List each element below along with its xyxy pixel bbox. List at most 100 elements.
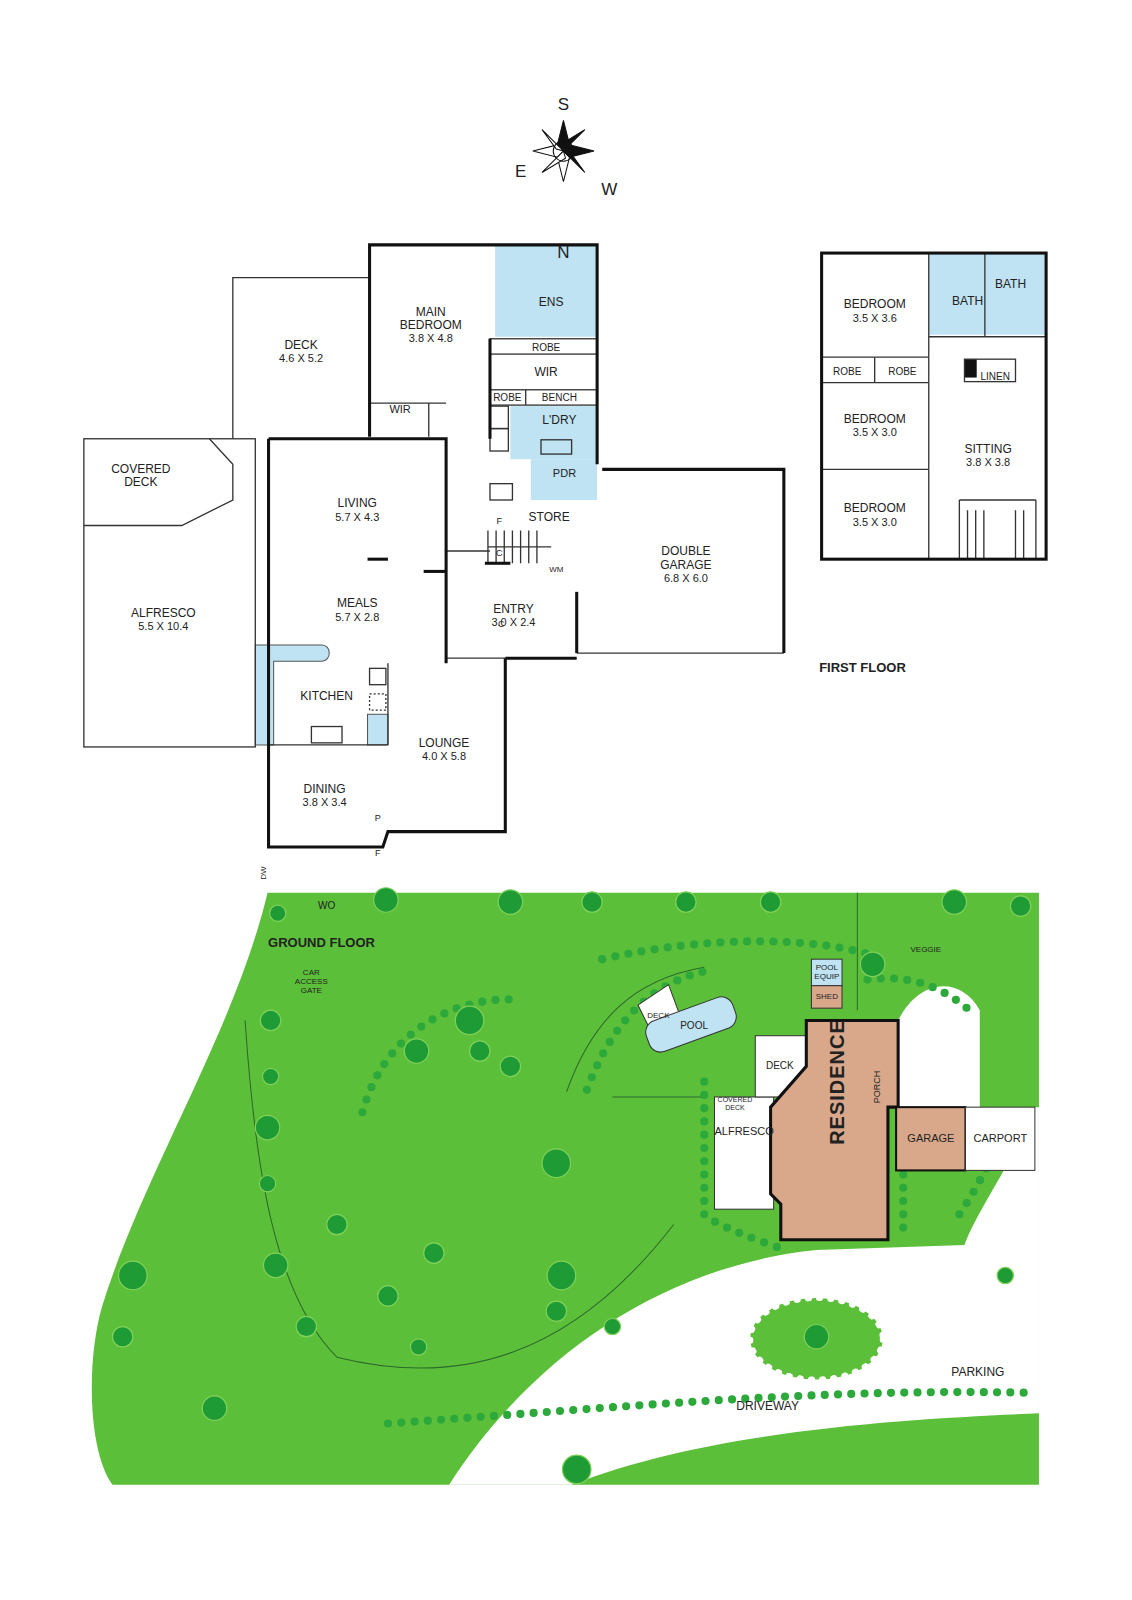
room-label: DINING3.8 X 3.4 (303, 784, 347, 809)
plan-shape (255, 1115, 279, 1139)
plan-shape (112, 1327, 132, 1347)
room-label: BATH (995, 278, 1026, 291)
room-name: L'DRY (542, 414, 576, 427)
plan-shape (262, 1068, 278, 1084)
room-name: VEGGIE (910, 946, 941, 955)
room-label: CAR ACCESS GATE (290, 969, 333, 995)
plan-shape (562, 1455, 591, 1484)
plan-shape (269, 439, 447, 663)
room-label: WIR (534, 366, 557, 379)
plan-shape (531, 459, 597, 500)
room-name: BEDROOM (844, 503, 906, 516)
room-name: POOL (680, 1019, 708, 1030)
plan-shape (874, 357, 875, 383)
plan-shape (370, 668, 386, 684)
plan-shape (233, 278, 370, 439)
plan-shape (259, 1176, 275, 1192)
plan-shape (370, 245, 598, 464)
plan-shape (896, 1107, 965, 1170)
room-label: WIR (389, 403, 410, 415)
room-label: DECK (766, 1059, 794, 1070)
plan-shape (547, 1261, 576, 1290)
plan-shape (500, 1056, 520, 1076)
room-label: KITCHEN (300, 691, 353, 704)
room-label: BEDROOM3.5 X 3.0 (844, 413, 906, 438)
room-name: ALFRESCO (131, 607, 196, 620)
plan-label: P (0, 814, 944, 824)
plan-shape (388, 1392, 1031, 1423)
room-label: DOUBLE GARAGE6.8 X 6.0 (650, 545, 721, 583)
plan-shape (112, 888, 1030, 1484)
plan-label: C (0, 620, 1067, 630)
plan-shape (269, 744, 388, 745)
plan-shape (368, 714, 388, 745)
room-label: SITTING3.8 X 3.8 (964, 444, 1011, 469)
plan-shape (470, 1041, 490, 1061)
room-label: COVERED DECK (100, 462, 182, 488)
plan-shape (811, 959, 842, 986)
plan-shape (269, 439, 506, 847)
plan-label: F (0, 517, 1065, 527)
room-label: BEDROOM3.5 X 3.0 (844, 503, 906, 528)
room-name: COVERED DECK (715, 1097, 756, 1112)
room-name: COVERED DECK (100, 462, 182, 488)
room-label: L'DRY (542, 414, 576, 427)
plan-shape (270, 905, 286, 921)
room-name: WIR (389, 403, 410, 415)
plan-shape (455, 1006, 484, 1035)
room-label: ROBE (532, 342, 560, 353)
plan-label: WO (0, 900, 893, 911)
plan-shape (929, 336, 1046, 337)
plan-shape (260, 1010, 280, 1030)
plan-shape (577, 652, 784, 653)
plan-shape (553, 141, 573, 161)
plan-shape (964, 359, 976, 377)
plan-shape (488, 531, 551, 564)
room-name: SHED (816, 993, 838, 1002)
plan-shape (428, 403, 429, 437)
plan-shape (546, 1301, 566, 1321)
plan-shape (498, 890, 522, 914)
room-dimension: 3.5 X 3.6 (844, 312, 906, 324)
room-label: LIVING5.7 X 4.3 (335, 498, 379, 523)
plan-shape (410, 1339, 426, 1355)
plan-shape (750, 1298, 883, 1380)
room-dimension: 5.7 X 2.8 (335, 611, 379, 623)
room-label: ALFRESCO5.5 X 10.4 (131, 607, 196, 632)
plan-shape (374, 888, 398, 912)
plan-shape (868, 978, 970, 1010)
plan-shape (929, 253, 1046, 335)
room-name: ALFRESCO (714, 1125, 773, 1137)
plan-shape (505, 657, 576, 660)
room-name: BEDROOM (844, 413, 906, 426)
plan-label: FIRST FLOOR (297, 661, 1132, 675)
plan-shape (327, 1214, 347, 1234)
plan-shape (541, 440, 572, 454)
room-label: PORCH (873, 1071, 883, 1104)
room-label: STORE (529, 511, 570, 524)
room-name: DOUBLE GARAGE (650, 545, 721, 571)
room-dimension: 3.8 X 3.8 (964, 457, 1011, 469)
plan-shape (604, 1318, 620, 1334)
room-label: POOL EQUIP (811, 964, 842, 982)
plan-label: GROUND FLOOR (0, 936, 888, 950)
room-label: DRIVEWAY (736, 1400, 799, 1413)
plan-shape (714, 1097, 773, 1209)
room-name: DINING (303, 784, 347, 797)
plan-shape (525, 390, 526, 405)
room-name: CAR ACCESS GATE (290, 969, 333, 995)
plan-shape (370, 694, 386, 710)
plan-shape (84, 278, 784, 747)
plan-label: C (0, 549, 1065, 559)
room-name: DRIVEWAY (736, 1400, 799, 1413)
plan-shape (965, 1107, 1034, 1170)
plan-shape (602, 469, 784, 653)
room-label: GARAGE (907, 1132, 954, 1144)
plan-shape (368, 558, 388, 561)
plan-shape (424, 1243, 444, 1263)
plan-shape (942, 890, 966, 914)
plan-shape (92, 893, 1039, 1485)
room-name: LIVING (335, 498, 379, 511)
plan-shape (387, 663, 388, 745)
